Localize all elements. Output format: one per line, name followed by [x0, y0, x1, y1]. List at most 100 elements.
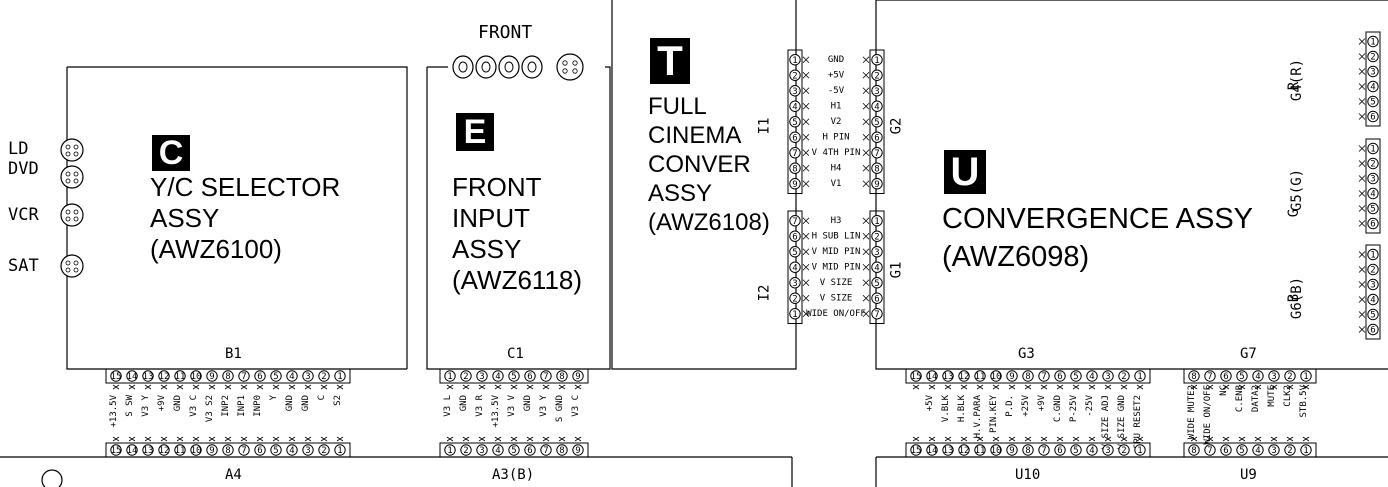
- connector-c1-tick: [574, 384, 582, 390]
- connector-c1-pin: [556, 370, 568, 382]
- connector-i1-body: [787, 49, 803, 194]
- connector-u10-label: U10: [1015, 467, 1041, 483]
- connector-i2-label: I2: [756, 284, 773, 302]
- connector-u10-tick: [976, 436, 984, 442]
- connector-g2-tick: [862, 133, 870, 141]
- connector-b1-pin-num: 7: [241, 372, 246, 382]
- connector-g3-tick: [992, 384, 1000, 390]
- connector-u10-pin: [974, 444, 986, 456]
- connector-b1-tick: [144, 384, 152, 390]
- g7-signal: CLK2: [1283, 385, 1293, 407]
- connector-c1-pin-num: 1: [447, 372, 452, 382]
- tg-signal-top: V1: [831, 179, 842, 189]
- connector-a3-pin: [572, 444, 584, 456]
- connector-u10-pin: [1134, 444, 1146, 456]
- connector-g7-pin: [1188, 370, 1200, 382]
- b1-signal: INP1: [237, 395, 247, 417]
- tg-signal-top: GND: [828, 55, 844, 65]
- rgb-label-g: G: [1286, 208, 1303, 218]
- connector-g7-tick: [1286, 384, 1294, 390]
- connector-a3-tick: [526, 436, 534, 442]
- connector-g2-pin: [871, 116, 883, 128]
- connector-i1-pin-num: 8: [792, 164, 797, 174]
- board-t-name-line: ASSY: [648, 180, 713, 207]
- connector-g4-pin-num: 4: [1370, 83, 1375, 93]
- connector-u10-pin-num: 8: [1025, 446, 1030, 456]
- connector-u9-pin-num: 3: [1271, 446, 1276, 456]
- connector-g5-pin: [1367, 187, 1379, 200]
- connector-c1-body: [439, 368, 589, 384]
- connector-g3-pin-num: 6: [1057, 372, 1062, 382]
- connector-u10-pin: [1118, 444, 1130, 456]
- connector-g3-pin: [1022, 370, 1034, 382]
- connector-b1-pin: [158, 370, 170, 382]
- connector-a4-pin-num: 15: [111, 446, 122, 456]
- connector-b1-label: B1: [225, 346, 242, 362]
- side-jack-pin: [65, 144, 71, 150]
- connector-u9-pin-num: 2: [1287, 446, 1292, 456]
- connector-g7-pin: [1204, 370, 1216, 382]
- connector-g3-pin: [974, 370, 986, 382]
- connector-g7-pin: [1300, 370, 1312, 382]
- connector-a4-pin-num: 12: [159, 446, 170, 456]
- connector-g6-tick: [1358, 296, 1366, 303]
- rgb-label-r: R: [1286, 81, 1303, 91]
- connector-a3-tick: [462, 436, 470, 442]
- connector-g1-pin-num: 2: [874, 232, 879, 242]
- front-jack-center: [504, 61, 514, 73]
- board-c-name-line: ASSY: [150, 203, 220, 233]
- connector-u9-label: U9: [1240, 467, 1257, 483]
- connector-g4-pin: [1367, 95, 1379, 108]
- connector-c1-pin-num: 4: [495, 372, 500, 382]
- connector-u9-pin: [1300, 444, 1312, 456]
- connector-g1-label: G1: [888, 261, 905, 279]
- tg-signal-top: H PIN: [822, 133, 849, 143]
- connector-c1-tick: [462, 384, 470, 390]
- connector-g6-pin: [1367, 278, 1379, 291]
- connector-b1-tick: [320, 384, 328, 390]
- connector-g7-tick: [1206, 384, 1214, 390]
- connector-g4-pin: [1367, 50, 1379, 63]
- side-jack-pin: [65, 216, 71, 222]
- g7-signal: NC: [1219, 385, 1229, 396]
- b1-signal: +13.5V: [109, 394, 119, 427]
- connector-a4-pin: [110, 444, 122, 456]
- connector-a3-pin: [460, 444, 472, 456]
- connector-g6-pin: [1367, 248, 1379, 261]
- connector-g1-pin: [871, 261, 883, 273]
- connector-i1-pin: [789, 116, 801, 128]
- connector-i2-tick: [802, 248, 810, 256]
- connector-g6-pin-num: 4: [1370, 296, 1375, 306]
- connector-u9-pin: [1204, 444, 1216, 456]
- connector-u9-pin-num: 4: [1255, 446, 1260, 456]
- g3-signal: +5V: [925, 394, 935, 411]
- c1-signal: +13.5V: [491, 394, 501, 427]
- front-svideo-icon: [556, 53, 584, 81]
- connector-i1-pin: [789, 85, 801, 97]
- connector-g7-pin: [1236, 370, 1248, 382]
- connector-a4-tick: [224, 436, 232, 442]
- connector-g6-pin: [1367, 323, 1379, 336]
- c1-signal: V3 V: [507, 394, 517, 416]
- board-t-name-line: (AWZ6108): [648, 209, 770, 236]
- connector-i2-body: [787, 210, 803, 324]
- connector-g3-pin: [1070, 370, 1082, 382]
- connector-c1-tick: [558, 384, 566, 390]
- connector-u10-pin-num: 11: [975, 446, 986, 456]
- side-jack-pin: [65, 260, 71, 266]
- connector-g6-body: [1365, 244, 1381, 340]
- tg-signal-top: -5V: [828, 86, 845, 96]
- connector-g3-tick: [1088, 384, 1096, 390]
- connector-i2-pin: [789, 230, 801, 242]
- b1-signal: V3 Y: [141, 394, 151, 416]
- tg-signal-bottom: V SIZE: [820, 278, 853, 288]
- board-e-name-line: (AWZ6118): [452, 265, 583, 295]
- connector-g4-body: [1365, 31, 1381, 127]
- connector-b1-pin: [302, 370, 314, 382]
- connector-u9-pin-num: 7: [1207, 446, 1212, 456]
- board-c-letter: C: [152, 135, 190, 171]
- connector-u10-tick: [1056, 436, 1064, 442]
- connector-b1-tick: [208, 384, 216, 390]
- connector-a4-pin: [318, 444, 330, 456]
- side-jack-pin: [65, 151, 71, 157]
